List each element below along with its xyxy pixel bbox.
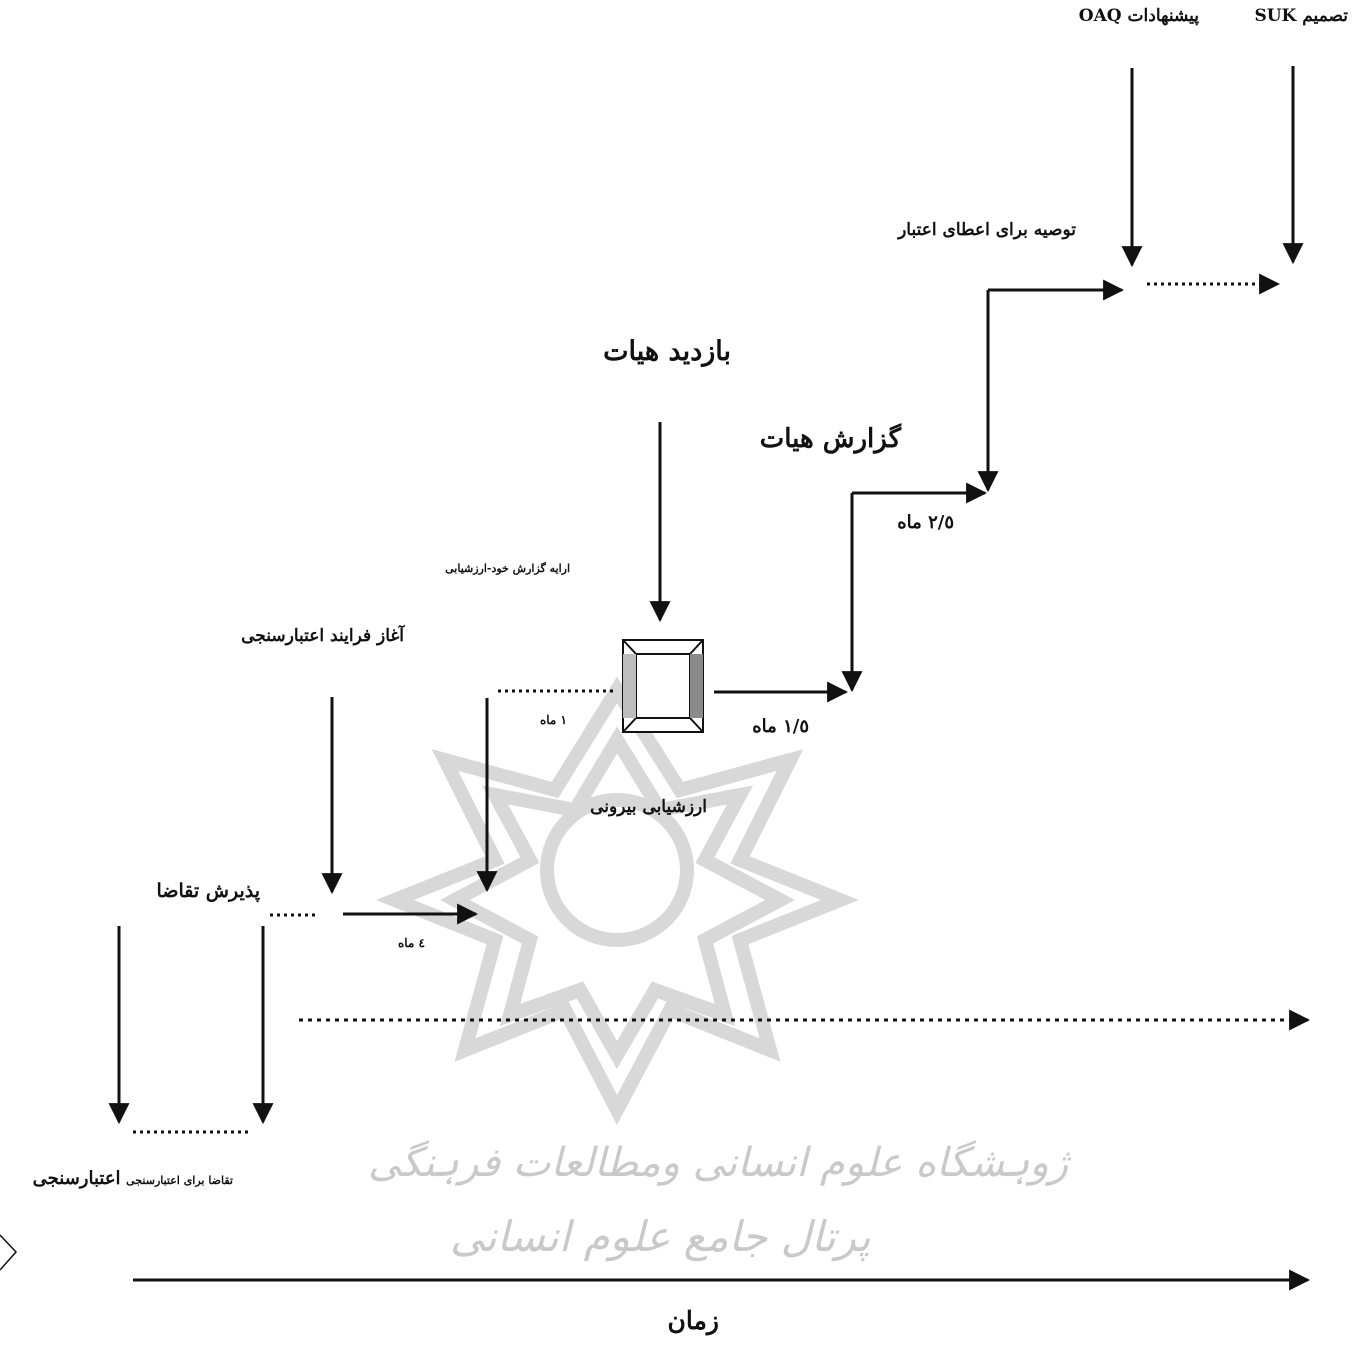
oaq-proposals-label: پیشنهادات OAQ bbox=[1078, 6, 1199, 26]
request-label: تقاضا برای اعتبارسنجی اعتبارسنجی bbox=[33, 1168, 233, 1189]
duration-2-5: ٢/٥ ماه bbox=[897, 512, 954, 533]
time-axis-label: زمان bbox=[667, 1306, 719, 1335]
duration-1-5: ١/٥ ماه bbox=[752, 716, 809, 737]
page-edge-mark bbox=[0, 1234, 18, 1271]
self-eval-report-label: ارایه گزارش خود-ارزشیابی bbox=[445, 562, 570, 575]
external-eval-box bbox=[622, 639, 704, 733]
panel-report-label: گزارش هیات bbox=[759, 424, 901, 454]
suk-decision-label: تصمیم SUK bbox=[1254, 6, 1348, 26]
panel-visit-label: بازدید هیات bbox=[603, 336, 731, 367]
recommendation-label: توصیه برای اعطای اعتبار bbox=[898, 220, 1076, 240]
watermark-emblem bbox=[376, 676, 859, 1126]
watermark-line1: ژوہشگاه علوم انسانی ومطالعات فرہنگی bbox=[368, 1140, 1069, 1186]
watermark-line2: پرتال جامع علوم انسانی bbox=[450, 1212, 871, 1261]
request-label-bold: اعتبارسنجی bbox=[32, 1168, 121, 1189]
duration-1: ١ ماه bbox=[539, 713, 567, 727]
request-label-small: تقاضا برای اعتبارسنجی bbox=[126, 1174, 233, 1187]
duration-4: ٤ ماه bbox=[397, 936, 425, 950]
start-process-label: آغاز فرایند اعتبارسنجی bbox=[241, 626, 404, 646]
accept-request-label: پذیرش تقاضا bbox=[156, 880, 260, 902]
external-eval-label: ارزشیابی بیرونی bbox=[590, 797, 707, 817]
